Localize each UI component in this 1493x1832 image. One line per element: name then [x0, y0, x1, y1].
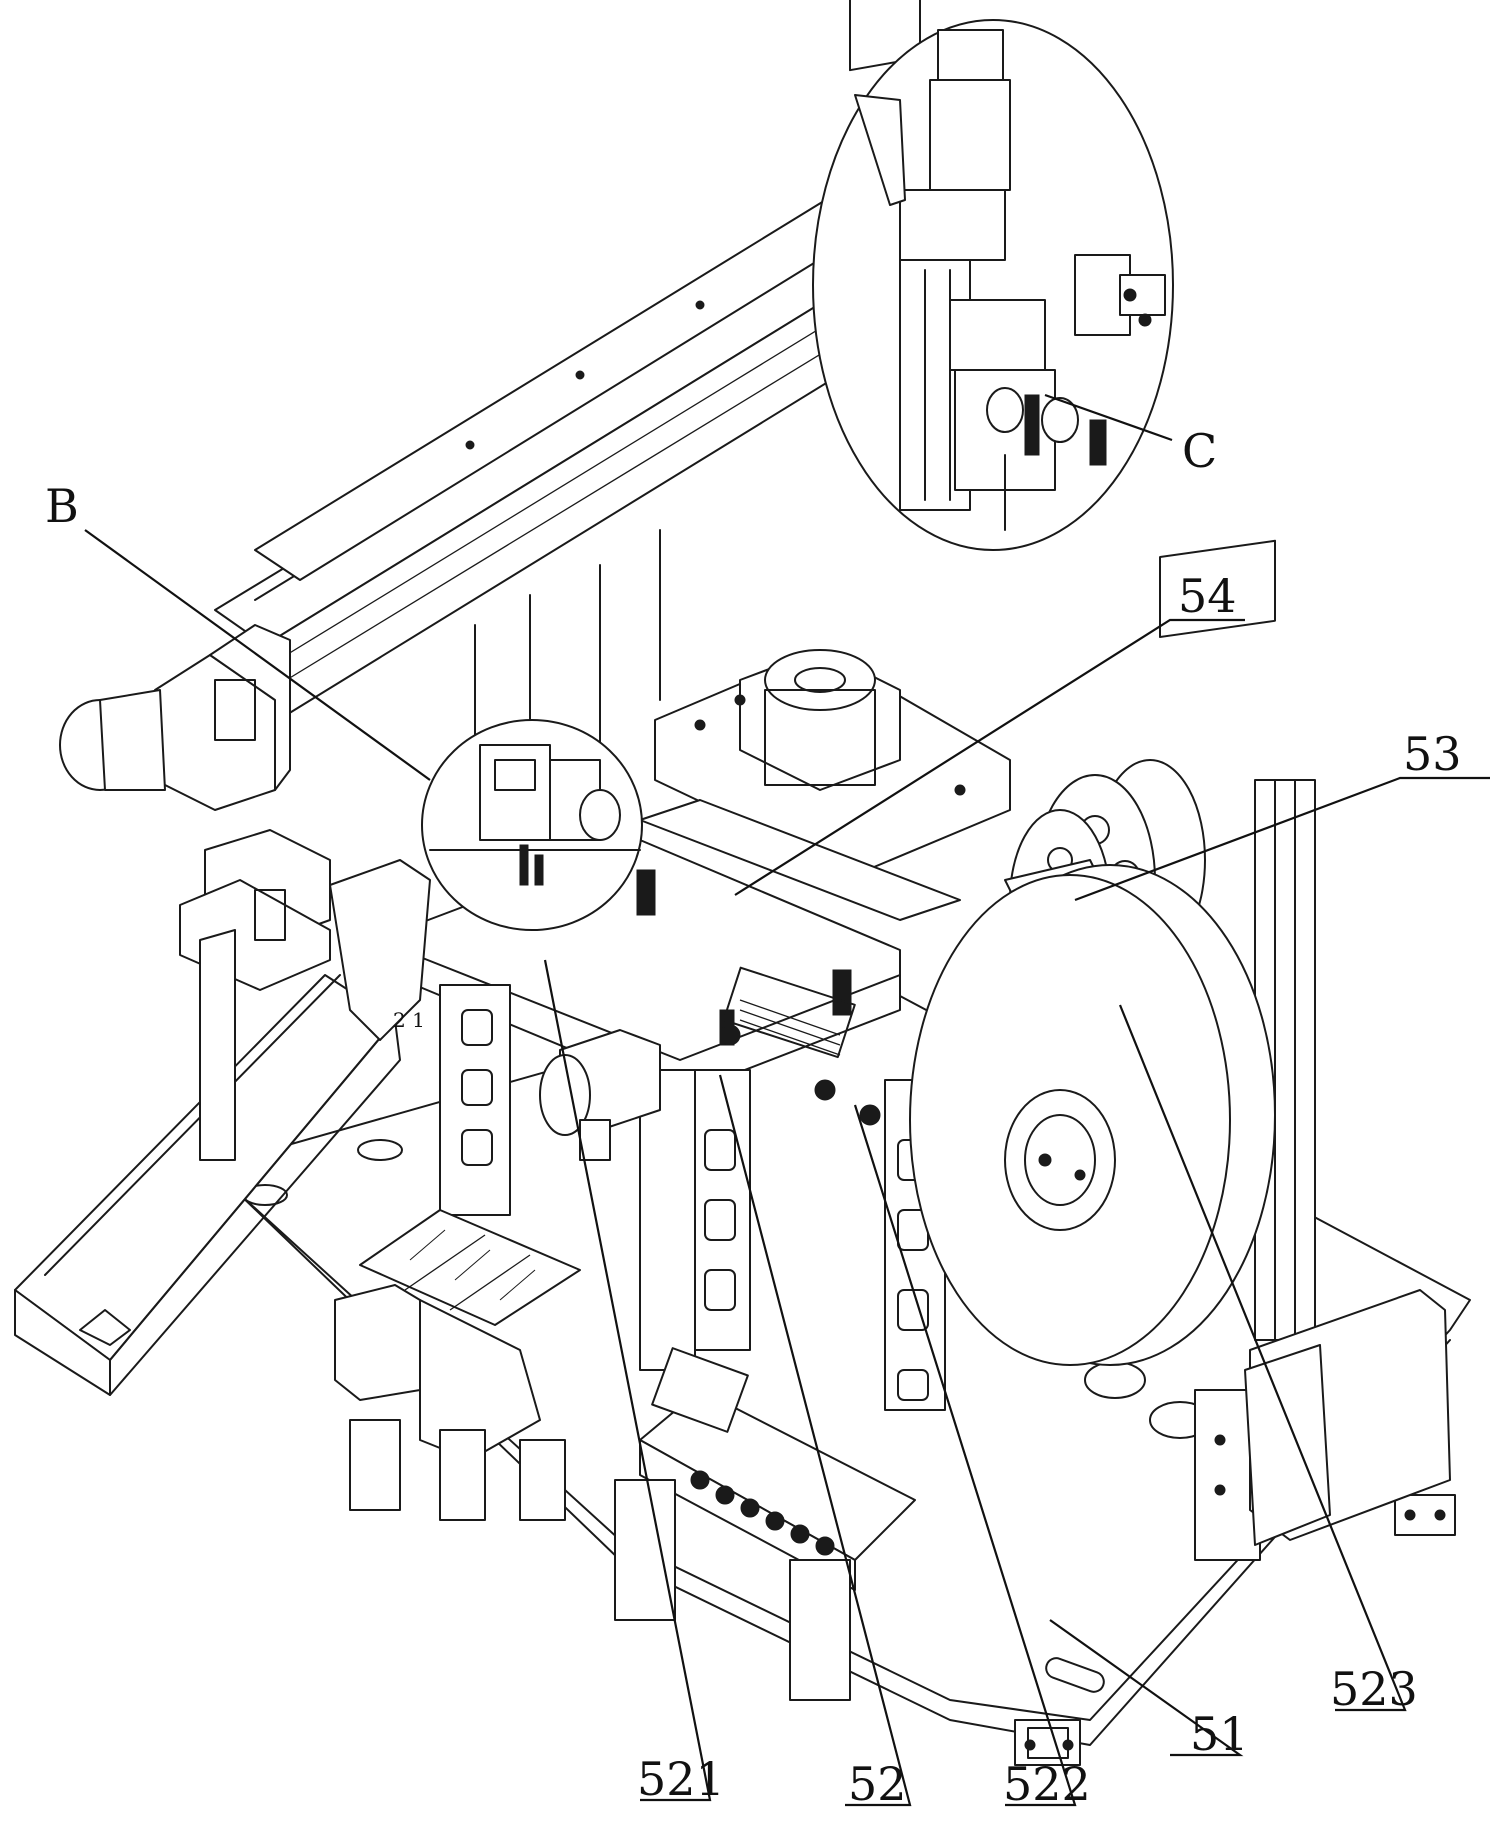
terminal-blocks — [359, 1209, 581, 1326]
spring-assemblies — [636, 869, 881, 1126]
callout-51: 51 — [1190, 1707, 1249, 1761]
callout-53: 53 — [1403, 727, 1462, 781]
leader-lines — [84, 393, 1490, 1807]
callout-523: 523 — [1330, 1662, 1418, 1716]
callout-54: 54 — [1178, 569, 1237, 623]
gantry-beam — [214, 0, 946, 726]
front-connector-panel — [614, 1347, 916, 1701]
callout-B: B — [45, 479, 79, 533]
right-column — [1159, 539, 1316, 1561]
callout-C: C — [1182, 424, 1217, 478]
left-legs — [199, 929, 566, 1521]
large-reel — [909, 864, 1276, 1366]
detail-circle-b — [421, 719, 643, 931]
feed-motor — [539, 1029, 661, 1161]
detail-circle-c — [812, 19, 1174, 551]
callout-52: 52 — [848, 1757, 907, 1811]
arm-code-label: 2 1 — [393, 1008, 425, 1032]
callout-522: 522 — [1003, 1757, 1091, 1811]
callout-labels: B C 54 53 521 52 522 51 523 — [45, 424, 1462, 1811]
right-cover-plate — [1244, 1289, 1451, 1546]
gantry-motor — [59, 624, 291, 811]
callout-521: 521 — [637, 1752, 725, 1806]
corner-foot-right — [1394, 1494, 1456, 1536]
